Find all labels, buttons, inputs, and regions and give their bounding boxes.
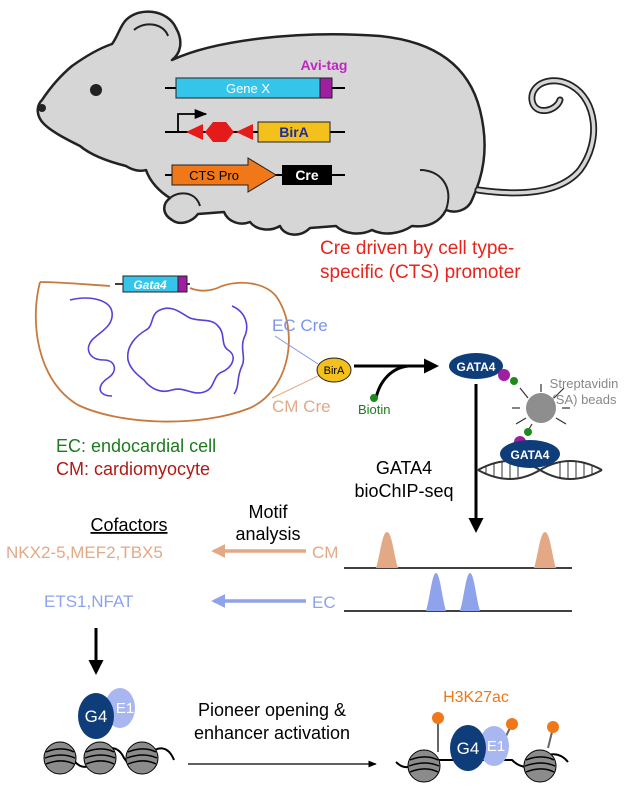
g4-label-left: G4 bbox=[85, 707, 108, 726]
myocardium-outline bbox=[34, 281, 290, 423]
lox-site-left bbox=[186, 124, 203, 140]
streptavidin-label-1: Streptavidin bbox=[550, 376, 619, 391]
stop-cassette bbox=[205, 122, 234, 142]
lox-site-right bbox=[236, 124, 253, 140]
gata4-on-dna: GATA4 bbox=[477, 440, 603, 480]
cm-peak-2 bbox=[534, 532, 556, 568]
gene-x-construct: Gene X Avi-tag bbox=[165, 57, 348, 99]
e1-label-right: E1 bbox=[487, 738, 505, 755]
gata4-bound-label: GATA4 bbox=[511, 448, 550, 462]
bira-box bbox=[257, 121, 331, 143]
g4-label-right: G4 bbox=[457, 739, 480, 758]
e1-factor-right bbox=[479, 726, 509, 766]
motif-analysis-line1: Motif bbox=[248, 502, 288, 522]
endocardium-right bbox=[126, 307, 234, 394]
acetyl-mark-2 bbox=[506, 718, 518, 730]
cts-pro-label: CTS Pro bbox=[189, 168, 239, 183]
biotin-dot bbox=[370, 394, 378, 402]
cm-track-label: CM bbox=[312, 543, 338, 562]
nucleosome-closed-2 bbox=[83, 741, 117, 775]
ec-peak-2 bbox=[460, 573, 480, 611]
bira-gene-label: BirA bbox=[279, 124, 309, 140]
cre-box bbox=[282, 165, 332, 185]
acetyl-mark-1 bbox=[432, 712, 444, 724]
chip-method-line1: GATA4 bbox=[376, 458, 432, 478]
biotin-incoming-curve bbox=[374, 364, 409, 399]
gata4-avi-box bbox=[177, 275, 188, 293]
ec-track-label: EC bbox=[312, 593, 336, 612]
cm-cre-connector bbox=[271, 375, 319, 399]
cre-caption-line1: Cre driven by cell type- bbox=[320, 238, 514, 259]
e1-label-left: E1 bbox=[116, 700, 134, 717]
cm-peak-1 bbox=[376, 532, 398, 568]
endocardium-right-wall bbox=[231, 305, 248, 395]
cre-construct: CTS Pro Cre bbox=[165, 157, 345, 193]
closed-chromatin bbox=[43, 741, 175, 775]
ec-peak-1 bbox=[426, 573, 446, 611]
biotin-label: Biotin bbox=[358, 402, 391, 417]
cm-track bbox=[344, 532, 572, 569]
chip-method-line2: bioChIP-seq bbox=[354, 481, 453, 501]
ec-cofactors: ETS1,NFAT bbox=[44, 592, 133, 611]
promoter-arrow bbox=[177, 108, 208, 132]
gata4-gene-label: Gata4 bbox=[133, 278, 167, 292]
gene-x-label: Gene X bbox=[226, 81, 270, 96]
open-chromatin: G4 E1 bbox=[395, 712, 569, 783]
ec-cre-connector bbox=[274, 335, 319, 365]
mouse-eye bbox=[90, 84, 102, 96]
ec-cre-label: EC Cre bbox=[272, 316, 328, 335]
bound-biotin bbox=[524, 428, 532, 436]
acetyl-stalk-3 bbox=[547, 731, 553, 749]
cm-cofactors: NKX2-5,MEF2,TBX5 bbox=[6, 543, 163, 562]
heart-cross-section bbox=[34, 281, 290, 423]
cm-legend: CM: cardiomyocyte bbox=[56, 459, 210, 479]
bira-enzyme-label: BirA bbox=[324, 365, 345, 377]
h3k27ac-label: H3K27ac bbox=[443, 689, 509, 706]
avi-tag-box bbox=[319, 77, 333, 99]
mouse-foreleg bbox=[169, 192, 201, 207]
ec-track bbox=[344, 573, 572, 612]
acetyl-mark-3 bbox=[547, 721, 559, 733]
cofactors-heading: Cofactors bbox=[90, 515, 167, 535]
gata4-protein-label: GATA4 bbox=[457, 360, 496, 374]
mouse-hindleg bbox=[419, 169, 450, 211]
gata4-biotinylated: GATA4 bbox=[449, 353, 518, 385]
motif-analysis-line2: analysis bbox=[235, 524, 300, 544]
g4-factor-left bbox=[78, 693, 114, 739]
nucleosome-closed-1 bbox=[43, 741, 77, 775]
ec-legend: EC: endocardial cell bbox=[56, 436, 216, 456]
pioneer-complex-left: G4 E1 bbox=[78, 688, 135, 739]
bira-construct: BirA bbox=[165, 108, 345, 143]
nucleosome-closed-3 bbox=[125, 741, 159, 775]
nucleosome-open-1 bbox=[407, 749, 441, 783]
bira-enzyme: BirA bbox=[316, 357, 352, 383]
gata4-gene-construct: Gata4 bbox=[115, 275, 190, 293]
mouse-ear-inner bbox=[133, 23, 169, 37]
process-line2: enhancer activation bbox=[194, 723, 350, 743]
endocardium-left bbox=[69, 297, 116, 397]
nucleosome-open-2 bbox=[523, 749, 557, 783]
cre-gene-label: Cre bbox=[295, 167, 319, 183]
cre-caption-line2: specific (CTS) promoter bbox=[320, 262, 521, 283]
g4-factor-right bbox=[450, 725, 486, 771]
cts-pro-arrow bbox=[171, 157, 277, 193]
mouse-nose bbox=[38, 104, 46, 112]
process-line1: Pioneer opening & bbox=[198, 700, 346, 720]
streptavidin-label-2: (SA) beads bbox=[551, 392, 617, 407]
avi-tag-label: Avi-tag bbox=[301, 57, 348, 73]
cm-cre-label: CM Cre bbox=[272, 397, 331, 416]
